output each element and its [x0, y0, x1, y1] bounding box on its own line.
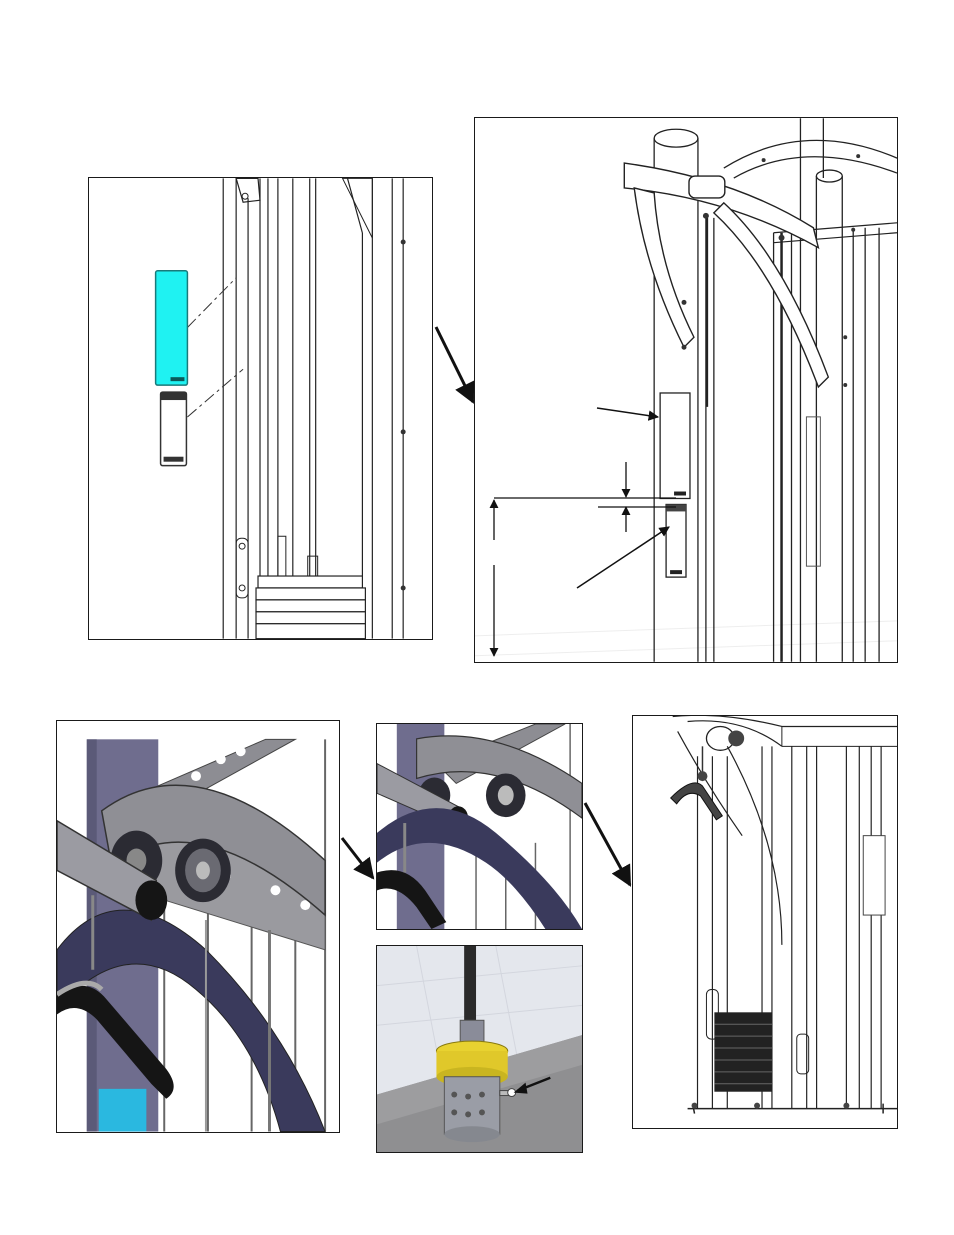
arrow-icon — [340, 837, 375, 880]
pulley-closeup-panel — [56, 720, 340, 1133]
upper-decal-outline — [659, 392, 691, 500]
small-decal — [159, 391, 188, 467]
weight-stack — [714, 1012, 772, 1092]
column-overview-drawing — [475, 118, 897, 662]
pulley-closeup-render — [57, 721, 339, 1132]
weight-pin-render — [377, 946, 582, 1152]
decal-detail-panel — [88, 177, 433, 640]
decal-detail-drawing — [154, 178, 406, 639]
pulley-small-panel — [376, 723, 583, 930]
pulley-small-render — [377, 724, 582, 929]
blue-marker — [98, 1088, 147, 1132]
tower-overview-panel — [632, 715, 898, 1129]
tower-overview-drawing — [670, 716, 897, 1114]
cyan-decal — [154, 270, 189, 386]
arrow-icon — [583, 802, 632, 887]
lower-decal-outline — [665, 503, 687, 578]
weight-pin-panel — [376, 945, 583, 1153]
column-overview-panel — [474, 117, 898, 663]
arrow-icon — [434, 326, 475, 404]
